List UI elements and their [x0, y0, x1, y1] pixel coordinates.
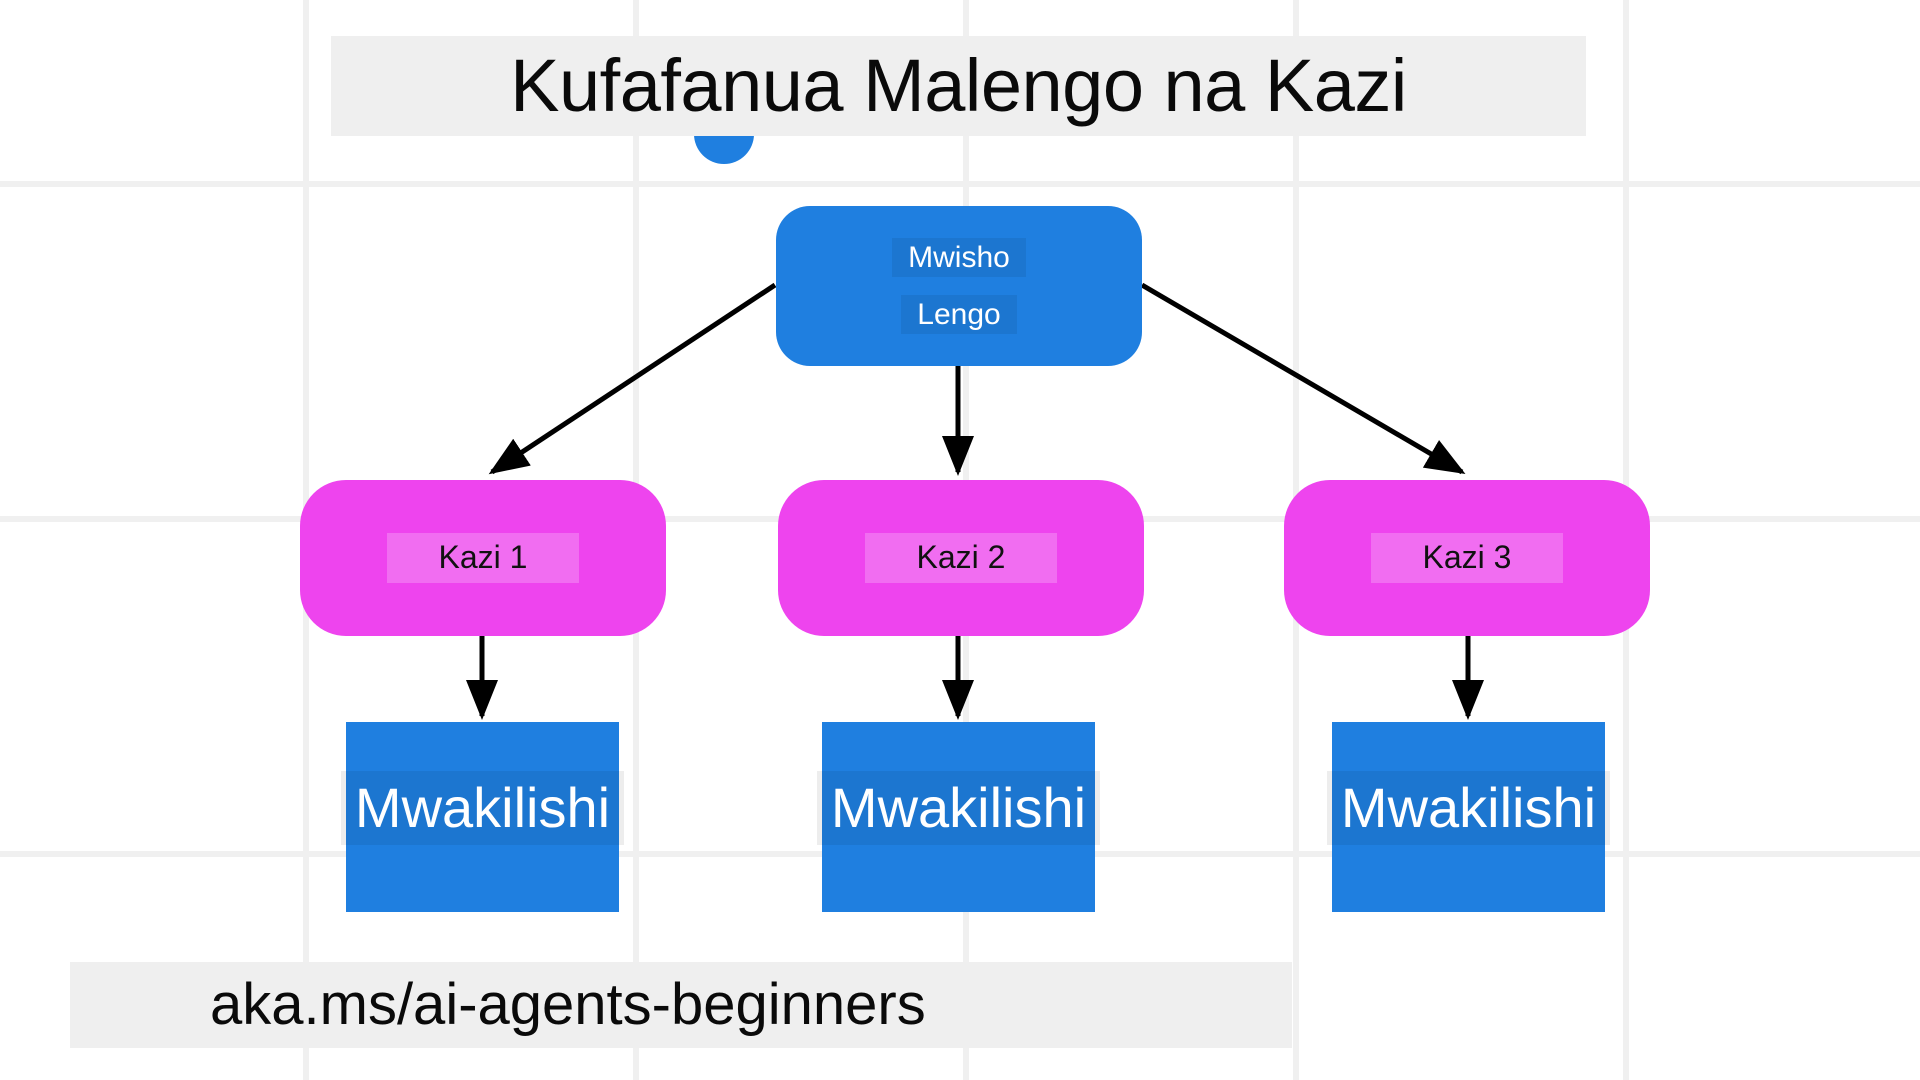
agent-node-2[interactable]: Mwakilishi: [816, 722, 1101, 912]
agent-node-2-label-clipped: [951, 845, 967, 863]
task-node-1-label: Kazi 1: [386, 533, 580, 583]
agent-node-1[interactable]: Mwakilishi: [340, 722, 625, 912]
edge-goal-to-task-1: [488, 282, 777, 475]
footer-banner: aka.ms/ai-agents-beginners: [70, 962, 1292, 1048]
task-node-2-label: Kazi 2: [864, 533, 1058, 583]
agent-node-3-label: Mwakilishi: [1326, 770, 1611, 846]
page-title: Kufafanua Malengo na Kazi: [510, 44, 1407, 127]
agent-node-3-label-clipped: [1461, 845, 1477, 863]
goal-node-label-line-2: Lengo: [901, 295, 1017, 335]
task-node-3-label: Kazi 3: [1370, 533, 1564, 583]
title-banner: Kufafanua Malengo na Kazi: [331, 36, 1586, 136]
agent-node-3[interactable]: Mwakilishi: [1326, 722, 1611, 912]
goal-node[interactable]: Mwisho Lengo: [776, 206, 1142, 366]
agent-node-1-label-clipped: [475, 845, 491, 863]
task-node-3[interactable]: Kazi 3: [1284, 480, 1650, 636]
agent-node-1-label: Mwakilishi: [340, 770, 625, 846]
footer-link-text: aka.ms/ai-agents-beginners: [210, 972, 926, 1037]
task-node-2[interactable]: Kazi 2: [778, 480, 1144, 636]
task-node-1[interactable]: Kazi 1: [300, 480, 666, 636]
agent-node-2-label: Mwakilishi: [816, 770, 1101, 846]
edge-goal-to-task-3: [1140, 282, 1466, 475]
goal-node-label-line-1: Mwisho: [892, 237, 1026, 277]
